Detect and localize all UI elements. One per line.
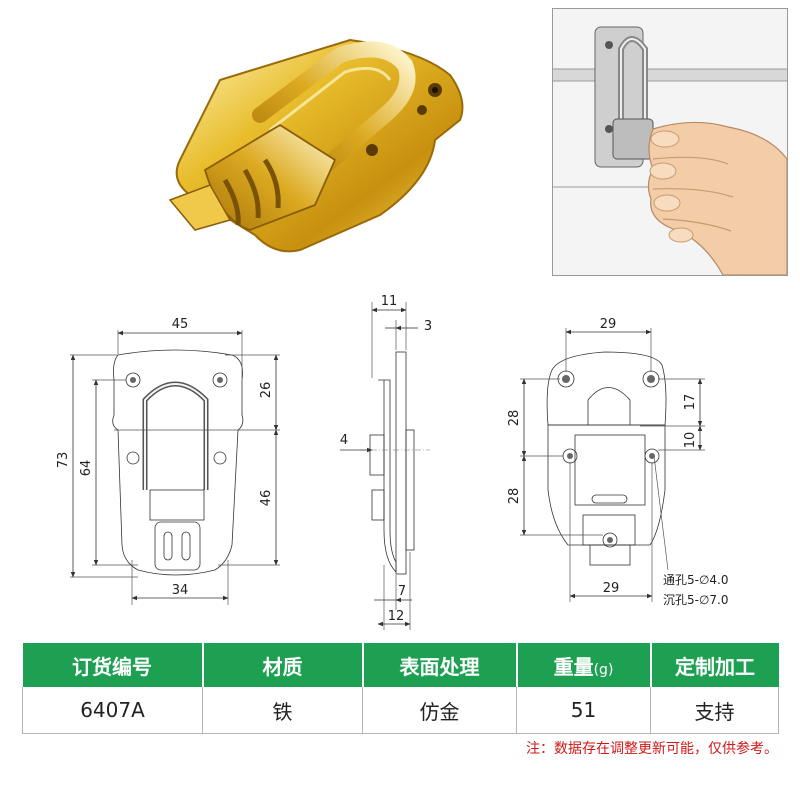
value-surface: 仿金	[362, 687, 517, 734]
dim-back-left-upper: 28	[507, 410, 522, 427]
dim-back-right-upper: 17	[683, 394, 698, 411]
dim-front-bottom-width: 34	[172, 583, 189, 598]
spec-header-row: 订货编号 材质 表面处理 重量(g) 定制加工	[22, 643, 779, 687]
dim-back-bottom-width: 29	[603, 581, 620, 596]
header-weight-label: 重量	[553, 654, 594, 679]
value-weight: 51	[516, 687, 651, 734]
back-view	[546, 351, 667, 566]
dim-front-height-inner: 64	[79, 460, 94, 477]
front-dimensions: 45 73 64 26 46 34	[56, 317, 280, 605]
header-order-no: 订货编号	[22, 643, 203, 687]
usage-photo	[552, 8, 788, 276]
dim-side-top: 11	[381, 294, 398, 309]
dim-front-bottom: 46	[259, 490, 274, 507]
back-dimensions: 29 28 28 17 10 29	[507, 317, 705, 602]
dim-side-top-right: 3	[424, 319, 432, 334]
header-surface: 表面处理	[361, 643, 517, 687]
value-order-no: 6407A	[22, 687, 203, 734]
dim-side-left: 4	[340, 433, 348, 448]
dim-side-bottom: 7	[398, 584, 406, 599]
header-weight: 重量(g)	[515, 643, 651, 687]
value-custom: 支持	[650, 687, 779, 734]
header-weight-unit: (g)	[593, 661, 614, 678]
countersunk-hole-label: 沉孔5-∅7.0	[663, 593, 729, 607]
technical-drawing: 45 73 64 26 46 34 11	[56, 294, 705, 630]
dim-front-top: 26	[259, 382, 274, 399]
value-material: 铁	[202, 687, 363, 734]
dim-front-height-total: 73	[56, 452, 71, 469]
hand-latch-illustration	[553, 9, 787, 275]
front-view	[112, 349, 244, 576]
through-hole-label: 通孔5-∅4.0	[663, 573, 729, 587]
spec-table: 订货编号 材质 表面处理 重量(g) 定制加工 6407A 铁 仿金 51 支持	[22, 643, 779, 734]
spec-value-row: 6407A 铁 仿金 51 支持	[22, 687, 779, 734]
dim-back-right-lower: 10	[683, 432, 698, 449]
side-dimensions: 11 3 4 7 12	[340, 294, 432, 630]
header-custom: 定制加工	[649, 643, 779, 687]
dim-back-left-lower: 28	[507, 488, 522, 505]
dim-side-bottom-total: 12	[388, 609, 405, 624]
side-view	[360, 351, 430, 575]
header-material: 材质	[201, 643, 363, 687]
gold-latch-photo	[168, 38, 464, 253]
dim-front-width: 45	[172, 317, 189, 332]
disclaimer-note: 注：数据存在调整更新可能，仅供参考。	[526, 741, 778, 757]
dim-back-top-width: 29	[600, 317, 617, 332]
